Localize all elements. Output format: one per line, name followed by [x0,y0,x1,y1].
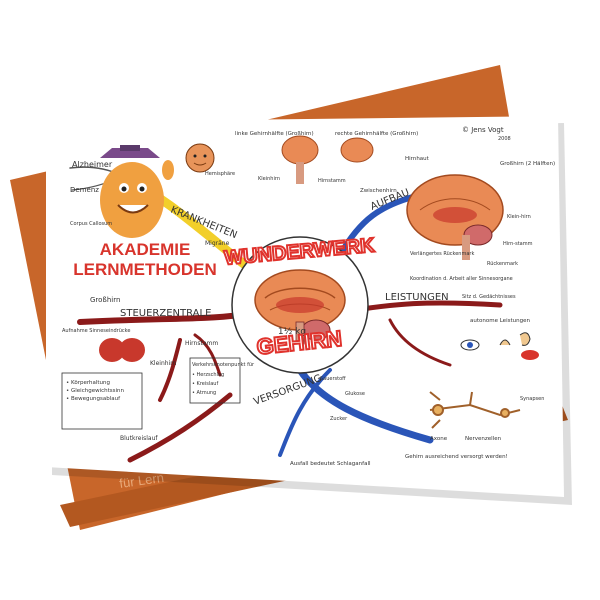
label-kleinhirn3: Kleinhirn [150,360,177,367]
label-rueckenmark: Rückenmark [487,261,518,267]
label-bewegungsablauf: • Bewegungsablauf [66,396,121,402]
label-verkehrs: Verkehrsknotenpunkt für [192,362,255,368]
label-grosshirn-left: Großhirn [90,296,120,304]
label-verlaengert: Verlängertes Rückenmark [410,251,474,257]
label-nervenzellen: Nervenzellen [465,436,502,442]
credit-text: © Jens Vogt [462,126,504,134]
label-rechte: rechte Gehirnhälfte (Großhirn) [335,131,418,137]
label-corpus: Corpus Callosum [70,221,112,227]
branch-sub-versorgung [278,368,332,457]
sense-icons [460,332,539,360]
label-axone: Axone [430,436,448,442]
branch-versorgung-line [296,366,434,444]
label-sauerstoff: Sauerstoff [320,376,346,382]
brain-side-icon [406,174,504,260]
label-kreislauf: • Kreislauf [192,381,218,387]
mouth-icon [521,350,539,360]
label-herzschlag: • Herzschlag [192,372,224,378]
logo-line1: AKADEMIE [100,240,191,259]
label-atmung: • Atmung [192,390,216,396]
branch-leistungen-label: LEISTUNGEN [385,292,449,303]
nose-icon [499,339,511,346]
branch-sub-leistungen [388,318,452,367]
organ-icon [99,338,145,362]
label-kleinhirn: Kleinhirn [258,176,280,182]
label-autonome: autonome Leistungen [470,318,530,324]
label-zucker: Zucker [330,416,348,422]
title-weight: 1½ kg [278,327,306,337]
label-sitz: Sitz d. Gedächtnisses [462,294,516,300]
face-icon [185,143,215,173]
credit-year: 2008 [498,136,511,142]
ear-icon [519,332,531,346]
nerve-cell-icon [429,391,521,429]
label-alzheimer: Alzheimer [72,160,113,169]
label-linke: linke Gehirnhälfte (Großhirn) [235,131,314,137]
center-node: WUNDERWERK 1½ kg GEHIRN [222,233,377,374]
branch-steuerzentrale-line [77,312,243,325]
brain-top-left-icon [281,135,319,184]
label-stamm: Hirnstamm [318,178,346,184]
logo-line2: LERNMETHODEN [73,260,217,279]
mascot-icon [100,145,174,238]
branch-sub-kleinhirn [158,338,182,402]
branch-aufbau-line [337,192,423,258]
title-line2: GEHIRN [255,326,343,360]
label-koordination: Koordination d. Arbeit aller Sinnesorgan… [410,276,513,282]
label-hirnhaut: Hirnhaut [405,156,430,162]
label-hemisphaere: Hemisphäre [205,171,235,177]
label-gehirn-versorgt: Gehirn ausreichend versorgt werden! [405,454,508,460]
label-koerperhaltung: • Körperhaltung [66,380,110,386]
label-aufnahme: Aufnahme Sinneseindrücke [62,328,130,334]
folder-text: für Lern [118,470,164,491]
label-kleinhirn2: Klein-hirn [507,214,531,220]
branch-sub-hirnstamm [193,333,222,377]
branch-steuerzentrale-label: STEUERZENTRALE [120,308,211,319]
label-synapsen: Synapsen [520,396,544,402]
label-glukose: Glukose [345,391,365,397]
label-grosshirn: Großhirn (2 Hälften) [500,161,555,167]
label-hirnstamm2: Hirn-stamm [503,241,533,247]
label-blutkreislauf: Blutkreislauf [120,435,158,442]
brain-center-icon [254,269,346,345]
label-demenz: Demenz [70,186,99,194]
box-kleinhirn [61,372,143,430]
brain-top-right-icon [340,137,374,163]
label-gleichgewicht: • Gleichgewichtssinn [66,388,125,394]
label-hirnstamm3: Hirnstamm [185,340,218,347]
box-hirnstamm [189,357,241,404]
label-migraene: Migräne [205,240,230,247]
label-ausfall: Ausfall bedeutet Schlaganfall [290,461,371,467]
label-zwischen: Zwischenhirn [360,188,397,194]
